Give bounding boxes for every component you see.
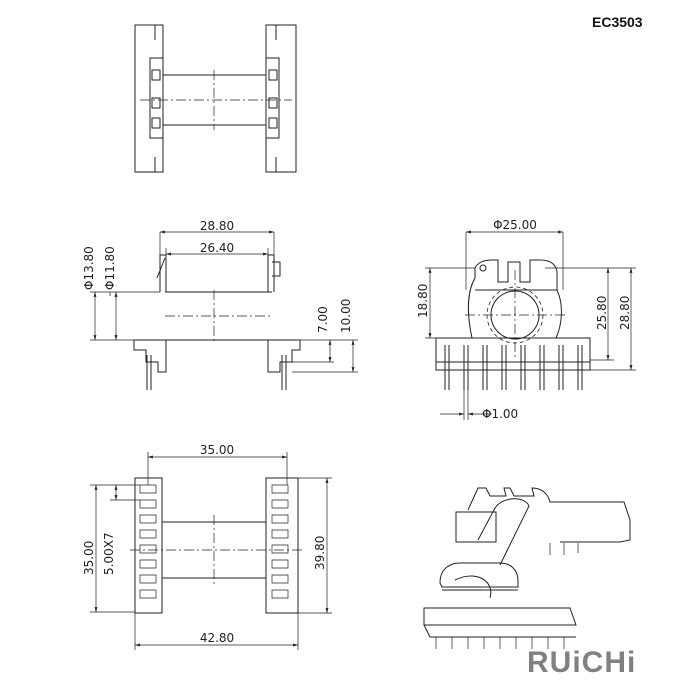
company-logo: RUiCHi (527, 646, 636, 680)
isometric-view (423, 487, 631, 649)
bottom-view: 35.00 35.00 5.00X7 39.80 42.80 (82, 443, 332, 650)
dim-height-a: 7.00 (316, 306, 330, 333)
dim-row-span: 35.00 (82, 541, 96, 575)
dim-depth: 39.80 (313, 536, 327, 570)
dim-overall: 42.80 (200, 631, 234, 645)
logo-text: RUiCHi (527, 646, 637, 679)
dim-height-b: 10.00 (339, 299, 353, 333)
dim-side-height-c: 28.80 (618, 296, 632, 330)
side-view: Φ25.00 18.80 25.80 28.80 Φ1.00 (416, 218, 636, 421)
dim-pitch: 5.00X7 (102, 532, 116, 575)
top-view (134, 24, 297, 173)
dim-pin-span: 35.00 (200, 443, 234, 457)
dim-dia-outer: Φ13.80 (82, 246, 96, 290)
dim-dia-inner: Φ11.80 (103, 246, 117, 290)
dim-side-dia: Φ25.00 (493, 218, 537, 232)
front-view: 28.80 26.40 Φ13.80 Φ11.80 7.00 10.00 (82, 219, 358, 390)
dim-pin-dia: Φ1.00 (482, 407, 518, 421)
dim-width-outer: 28.80 (200, 219, 234, 233)
dim-side-height-b: 25.80 (595, 296, 609, 330)
dim-width-inner: 26.40 (200, 241, 234, 255)
part-number-title: EC3503 (592, 14, 643, 30)
dim-side-height-a: 18.80 (416, 284, 430, 318)
